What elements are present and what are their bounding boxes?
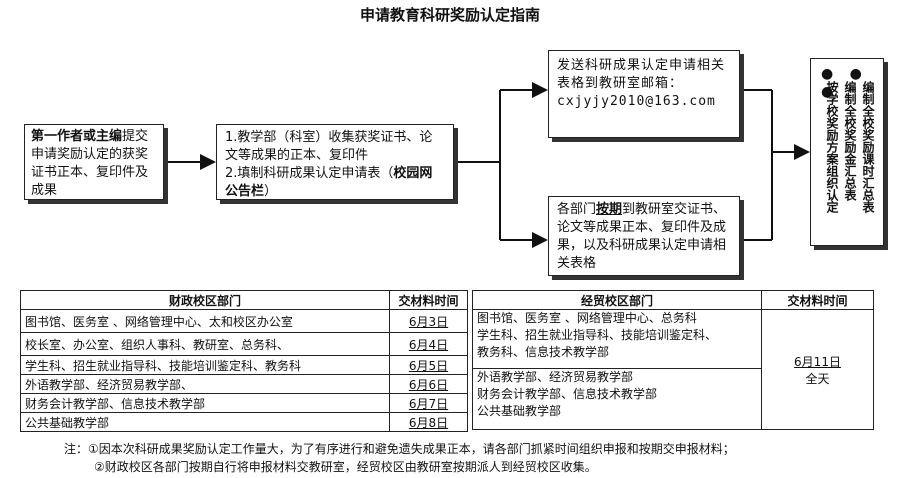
table-row: 外语教学部、经济贸易教学部 财务会计教学部、信息技术教学部 公共基础教学部: [472, 368, 874, 430]
dots-icon: ● ● ●: [821, 66, 868, 100]
note-2: ②财政校区各部门按期自行将申报材料交教研室，经贸校区由教研室按期派人到经贸校区收…: [94, 460, 597, 474]
email-address: cxjyjy2010@163.com: [557, 94, 716, 109]
step2-line2: 2.填制科研成果认定申请表（校园网公告栏）: [225, 166, 433, 199]
table-header: 财政校区部门: [20, 290, 390, 310]
step3a-box: 发送科研成果认定申请相关表格到教研室邮箱： cxjyjy2010@163.com: [548, 50, 740, 138]
note-1: 注：①因本次科研成果奖励认定工作量大，为了有序进行和避免遗失成果正本，请各部门抓…: [64, 442, 735, 456]
table-header: 交材料时间: [761, 290, 874, 310]
table-row: 图书馆、医务室 、网络管理中心、总务科 学生科、招生就业指导科、技能培训鉴定科、…: [472, 309, 874, 430]
step3b-box: 各部门按期到教研室交证书、论文等成果正本、复印件及成果，以及科研成果认定申请相关…: [548, 196, 740, 276]
table-header: 交材料时间: [389, 290, 468, 310]
table-row: 校长室、办公室、组织人事科、教研室、总务科、6月4日: [20, 332, 468, 356]
step2-line1: 1.教学部（科室）收集获奖证书、论文等成果的正本、复印件: [225, 130, 433, 163]
table-header: 经贸校区部门: [472, 290, 762, 310]
page-title: 申请教育科研奖励认定指南: [359, 6, 540, 24]
step4-col3: 按学校奖励方案组织认定: [825, 81, 839, 213]
step4-box: ● ● ● 编制全校奖励课时汇总表 编制全校奖励金汇总表 按学校奖励方案组织认定: [810, 58, 884, 246]
step1-box: 第一作者或主编提交申请奖励认定的获奖证书正本、复印件及成果: [24, 124, 164, 200]
step1-bold: 第一作者或主编: [31, 129, 123, 144]
step3b-bold: 按期: [596, 202, 623, 217]
step4-col1: 编制全校奖励课时汇总表: [861, 81, 875, 213]
step1-text: 提交申请奖励认定的获奖证书正本、复印件及成果: [31, 129, 149, 198]
step3a-text: 发送科研成果认定申请相关表格到教研室邮箱：: [557, 58, 726, 91]
step2-box: 1.教学部（科室）收集获奖证书、论文等成果的正本、复印件 2.填制科研成果认定申…: [216, 124, 454, 200]
step3b-text: 到教研室交证书、论文等成果正本、复印件及成果，以及科研成果认定申请相关表格: [557, 202, 727, 271]
trade-campus-table: 经贸校区部门 交材料时间 图书馆、医务室 、网络管理中心、总务科 学生科、招生就…: [472, 290, 874, 430]
step4-col2: 编制全校奖励金汇总表: [843, 81, 857, 201]
table-row: 外语教学部、经济贸易教学部、6月6日: [20, 374, 468, 394]
trade-time-cell: 6月11日 全天: [761, 309, 874, 430]
step2-bold: 校园网公告栏: [225, 166, 433, 199]
